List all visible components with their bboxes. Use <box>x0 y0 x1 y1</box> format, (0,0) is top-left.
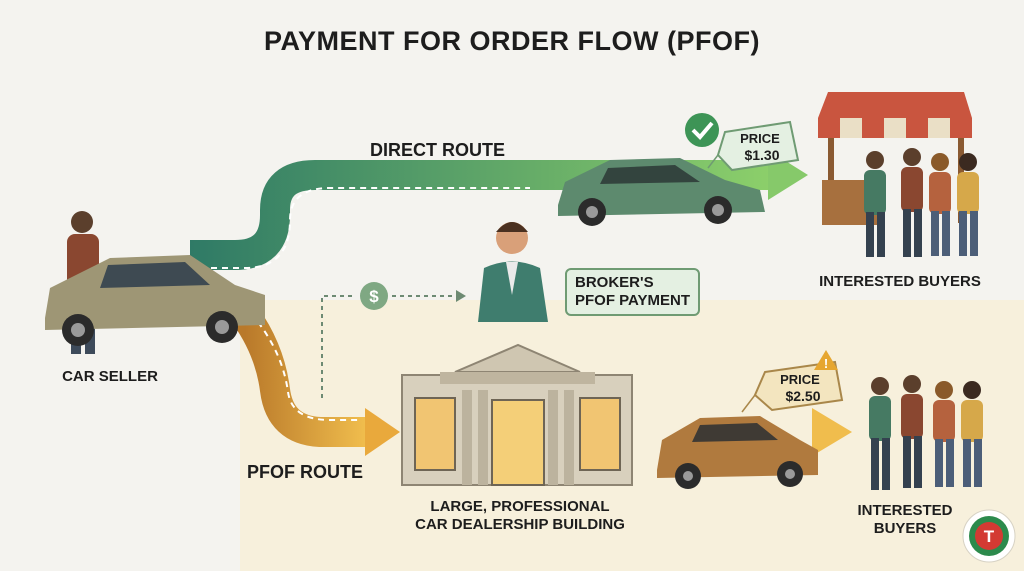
svg-text:$2.50: $2.50 <box>785 388 820 404</box>
broker-payment-bubble: BROKER'S PFOF PAYMENT <box>565 268 701 316</box>
buyers-bottom-line2: BUYERS <box>873 520 937 537</box>
price-tag-direct: PRICE $1.30 <box>707 120 800 172</box>
svg-text:$: $ <box>369 287 379 306</box>
car-seller-label: CAR SELLER <box>62 368 158 385</box>
dealership-label-line1: LARGE, PROFESSIONAL <box>430 498 610 515</box>
buyers-bottom-label: INTERESTED BUYERS <box>850 502 960 538</box>
svg-text:PRICE: PRICE <box>780 372 820 387</box>
seller-car <box>45 255 265 346</box>
price-tag-pfof: PRICE $2.50 <box>741 360 844 413</box>
page-title: PAYMENT FOR ORDER FLOW (PFOF) <box>264 26 760 56</box>
broker-payment-line2: PFOF PAYMENT <box>575 292 691 309</box>
checkmark-icon <box>685 113 719 147</box>
brand-logo: T <box>962 509 1016 563</box>
svg-text:!: ! <box>824 356 828 371</box>
direct-car <box>558 158 765 226</box>
pfof-route-label: PFOF ROUTE <box>247 462 363 482</box>
payment-arrowhead <box>456 290 466 302</box>
svg-text:$1.30: $1.30 <box>744 147 779 163</box>
dealership-building <box>401 343 633 486</box>
dollar-icon: $ <box>360 282 388 310</box>
direct-route-label: DIRECT ROUTE <box>370 140 505 160</box>
dealership-label-line2: CAR DEALERSHIP BUILDING <box>415 516 625 533</box>
buyers-top-label: INTERESTED BUYERS <box>819 273 981 290</box>
warning-icon: ! <box>814 350 838 371</box>
svg-text:T: T <box>984 527 995 546</box>
pfof-car <box>657 416 818 489</box>
svg-text:PRICE: PRICE <box>740 131 780 146</box>
broker-payment-line1: BROKER'S <box>575 274 654 291</box>
buyers-top-group <box>864 148 979 257</box>
broker-figure <box>478 222 548 322</box>
dealership-label: LARGE, PROFESSIONAL CAR DEALERSHIP BUILD… <box>395 498 645 534</box>
payment-link <box>321 295 356 398</box>
buyers-bottom-line1: INTERESTED <box>857 502 953 519</box>
buyers-bottom-group <box>869 375 983 490</box>
